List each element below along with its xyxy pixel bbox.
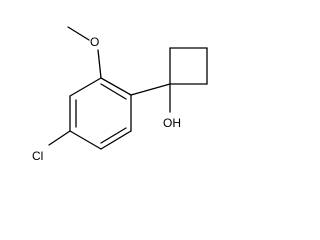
cyclobutane-ring: OH [130, 47, 208, 130]
ring-double-bond-c1-c2 [100, 83, 127, 100]
bond-ring-to-cyclobutyl [130, 83, 171, 96]
bond-ring-to-oxygen [97, 49, 102, 79]
benzene-ring [69, 77, 132, 150]
methoxy-group: O [67, 26, 102, 79]
chemical-structure: O Cl OH [32, 26, 208, 163]
atom-label-oxygen: O [90, 35, 99, 49]
ring-double-bond-c5-c6 [100, 127, 127, 144]
atom-label-hydroxyl: OH [163, 116, 181, 130]
ring-bond-c1-c2 [100, 77, 132, 96]
ring-bond-c2-c3 [69, 77, 102, 97]
ring-bond-c4-c5 [69, 130, 102, 150]
ring-bond-c5-c6 [100, 130, 132, 150]
atom-label-chlorine: Cl [32, 149, 43, 163]
bond-ring-to-chlorine [48, 130, 71, 146]
chloro-group: Cl [32, 130, 71, 163]
bond-oxygen-to-methyl [67, 26, 90, 41]
